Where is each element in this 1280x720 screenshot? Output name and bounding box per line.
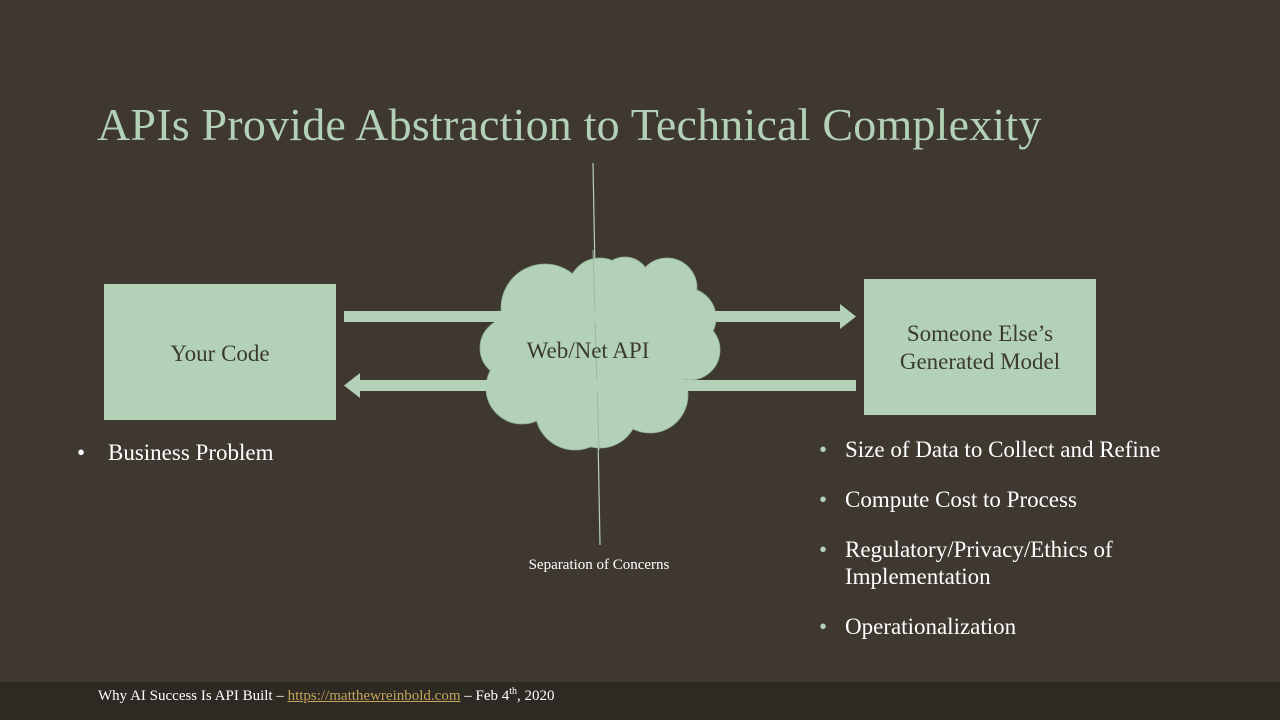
footer-date-sup: th [509,686,518,697]
model-label: Someone Else’s Generated Model [864,320,1096,376]
bullet-glyph: • [819,537,828,562]
bullet-glyph: • [819,614,828,639]
bullet-text: Size of Data to Collect and Refine [845,437,1161,462]
your-code-box [104,284,336,420]
bullet-glyph: • [819,487,828,512]
list-item: • Business Problem [77,439,274,466]
your-code-label: Your Code [170,341,270,366]
model-label-line1: Someone Else’s [906,321,1054,346]
bullet-text: Compute Cost to Process [845,487,1077,512]
bullet-glyph: • [77,440,86,465]
model-label-line2: Generated Model [899,349,1061,374]
arrow-right [344,304,856,329]
footer-date: – Feb 4 [460,688,510,704]
left-bullet-list: • Business Problem [77,439,274,466]
list-item: • Size of Data to Collect and Refine [819,436,1185,463]
footer-prefix: Why AI Success Is API Built – [98,688,288,704]
model-box [864,279,1096,415]
list-item: • Compute Cost to Process [819,486,1185,513]
footer-date-suffix: , 2020 [517,688,555,704]
right-bullet-list: • Size of Data to Collect and Refine • C… [819,436,1185,663]
list-item: • Operationalization [819,613,1185,640]
arrow-left [344,373,856,398]
list-item: • Regulatory/Privacy/Ethics of Implement… [819,536,1185,590]
cloud-label: Web/Net API [526,338,650,363]
footer: Why AI Success Is API Built – https://ma… [98,686,555,705]
slide-title: APIs Provide Abstraction to Technical Co… [97,99,1042,150]
bullet-text: Business Problem [108,440,274,465]
bullet-glyph: • [819,437,828,462]
footer-bar [0,682,1280,720]
separation-label: Separation of Concerns [528,557,670,573]
bullet-text: Operationalization [845,614,1017,639]
footer-link[interactable]: https://matthewreinbold.com [287,688,461,704]
bullet-text: Regulatory/Privacy/Ethics of Implementat… [845,537,1113,589]
